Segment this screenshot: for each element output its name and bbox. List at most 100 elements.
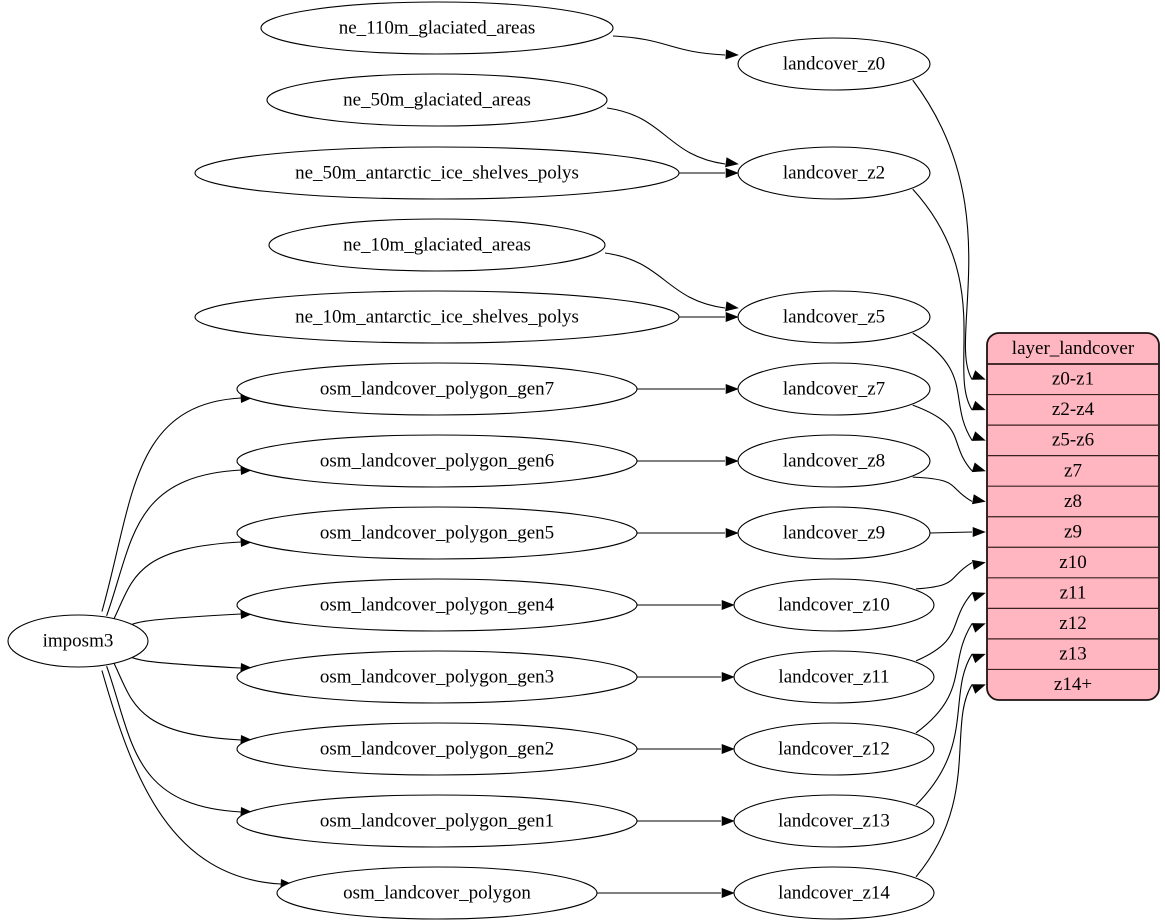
node-ellipse bbox=[236, 722, 638, 776]
node-ellipse bbox=[194, 146, 680, 200]
table-cell-label: z12 bbox=[1059, 613, 1086, 634]
table-cell-label: z5-z6 bbox=[1052, 430, 1094, 451]
node-label: landcover_z8 bbox=[783, 450, 885, 471]
node-label: osm_landcover_polygon_gen6 bbox=[320, 450, 554, 471]
edge-imposm3-to-osm_landcover_polygon_gen7 bbox=[101, 397, 242, 612]
node-ne-10m-glaciated-areas[interactable]: ne_10m_glaciated_areas bbox=[268, 218, 606, 272]
node-landcover-z10[interactable]: landcover_z10 bbox=[733, 578, 935, 632]
edge-landcover_z13-to-table-row-9 bbox=[915, 653, 973, 806]
node-ellipse bbox=[737, 506, 931, 560]
table-cell-label: z7 bbox=[1064, 460, 1082, 481]
table-cell-label: z2-z4 bbox=[1052, 399, 1095, 420]
node-label: landcover_z5 bbox=[783, 306, 885, 327]
table-row[interactable]: z11 bbox=[1060, 582, 1087, 603]
edge-landcover_z2-to-table-row-1-arrow-icon bbox=[971, 400, 986, 411]
edge-landcover_z2-to-table-row-1 bbox=[912, 188, 973, 411]
node-ellipse bbox=[194, 290, 680, 344]
node-osm-landcover-polygon-gen5[interactable]: osm_landcover_polygon_gen5 bbox=[236, 506, 638, 560]
edge-landcover_z10-to-table-row-6-arrow-icon bbox=[971, 559, 986, 570]
edge-landcover_z8-to-table-row-4 bbox=[912, 476, 973, 502]
node-ne-50m-glaciated-areas[interactable]: ne_50m_glaciated_areas bbox=[266, 73, 608, 127]
table-row[interactable]: z7 bbox=[1064, 460, 1082, 481]
node-ellipse bbox=[737, 290, 931, 344]
node-ne-50m-antarctic-ice-shelves-polys[interactable]: ne_50m_antarctic_ice_shelves_polys bbox=[194, 146, 680, 200]
table-row[interactable]: z5-z6 bbox=[1052, 430, 1094, 451]
table-row[interactable]: z8 bbox=[1064, 491, 1082, 512]
edge-osm_landcover_polygon_gen6-to-landcover_z8-arrow-icon bbox=[725, 455, 739, 467]
edge-osm_landcover_polygon_gen1-to-landcover_z13-arrow-icon bbox=[721, 815, 735, 827]
edge-landcover_z5-to-table-row-2-arrow-icon bbox=[971, 431, 986, 441]
node-osm-landcover-polygon-gen3[interactable]: osm_landcover_polygon_gen3 bbox=[236, 650, 638, 704]
table-cell-label: z13 bbox=[1059, 644, 1086, 665]
edge-ne_10m_glaciated_areas-to-landcover_z5-arrow-icon bbox=[725, 301, 739, 312]
node-landcover-z0[interactable]: landcover_z0 bbox=[737, 37, 931, 91]
node-osm-landcover-polygon-gen1[interactable]: osm_landcover_polygon_gen1 bbox=[236, 794, 638, 848]
edge-landcover_z9-to-table-row-5-arrow-icon bbox=[972, 526, 986, 538]
edge-osm_landcover_polygon_gen4-to-landcover_z10-arrow-icon bbox=[721, 599, 735, 611]
table-title: layer_landcover bbox=[1012, 338, 1135, 359]
table-row[interactable]: z0-z1 bbox=[1052, 369, 1094, 390]
edge-ne_110m_glaciated_areas-to-landcover_z0-arrow-icon bbox=[725, 49, 739, 60]
edge-imposm3-to-osm_landcover_polygon_gen5 bbox=[111, 541, 242, 624]
node-ellipse bbox=[236, 434, 638, 488]
edge-landcover_z0-to-table-row-0-arrow-icon bbox=[971, 370, 986, 380]
node-landcover-z14[interactable]: landcover_z14 bbox=[733, 866, 935, 920]
layer-landcover-table-group[interactable]: layer_landcover z0-z1 z2-z4 z5-z6 z7 z8 z9 z10 z… bbox=[986, 332, 1160, 701]
node-label: osm_landcover_polygon_gen4 bbox=[320, 594, 555, 615]
node-imposm3[interactable]: imposm3 bbox=[7, 614, 149, 668]
node-landcover-z12[interactable]: landcover_z12 bbox=[733, 722, 935, 776]
node-landcover-z5[interactable]: landcover_z5 bbox=[737, 290, 931, 344]
node-osm-landcover-polygon[interactable]: osm_landcover_polygon bbox=[276, 866, 598, 920]
layer-landcover-table[interactable]: layer_landcover z0-z1 z2-z4 z5-z6 z7 z8 z9 z10 z… bbox=[986, 332, 1160, 701]
node-landcover-z9[interactable]: landcover_z9 bbox=[737, 506, 931, 560]
node-ellipse bbox=[733, 866, 935, 920]
node-ellipse bbox=[737, 37, 931, 91]
table-row[interactable]: z14+ bbox=[1054, 674, 1092, 695]
table-row[interactable]: z10 bbox=[1059, 552, 1086, 573]
edge-landcover_z11-to-table-row-7-arrow-icon bbox=[971, 591, 986, 602]
edge-landcover_z7-to-table-row-3 bbox=[912, 404, 973, 472]
table-row[interactable]: z9 bbox=[1064, 521, 1082, 542]
node-label: landcover_z7 bbox=[783, 378, 885, 399]
edge-imposm3-to-osm_landcover_polygon_gen6 bbox=[106, 469, 242, 616]
node-label: ne_50m_glaciated_areas bbox=[343, 89, 531, 110]
node-ne-10m-antarctic-ice-shelves-polys[interactable]: ne_10m_antarctic_ice_shelves_polys bbox=[194, 290, 680, 344]
node-landcover-z2[interactable]: landcover_z2 bbox=[737, 146, 931, 200]
node-label: osm_landcover_polygon_gen2 bbox=[320, 738, 554, 759]
node-label: osm_landcover_polygon_gen3 bbox=[320, 666, 554, 687]
edge-landcover_z13-to-table-row-9-arrow-icon bbox=[971, 653, 986, 664]
node-label: landcover_z14 bbox=[778, 882, 890, 903]
node-label: ne_10m_antarctic_ice_shelves_polys bbox=[295, 306, 579, 327]
edge-ne_10m_glaciated_areas-to-landcover_z5 bbox=[604, 252, 726, 309]
node-landcover-z11[interactable]: landcover_z11 bbox=[733, 650, 935, 704]
node-ellipse bbox=[733, 578, 935, 632]
edge-landcover_z10-to-table-row-6 bbox=[915, 562, 973, 590]
nodes-layer: imposm3 ne_110m_glaciated_areas ne_50m_gla… bbox=[7, 1, 935, 920]
node-landcover-z8[interactable]: landcover_z8 bbox=[737, 434, 931, 488]
node-ellipse bbox=[266, 73, 608, 127]
node-ne-110m-glaciated-areas[interactable]: ne_110m_glaciated_areas bbox=[260, 1, 614, 55]
node-ellipse bbox=[236, 506, 638, 560]
node-label: ne_10m_glaciated_areas bbox=[343, 234, 531, 255]
node-label: landcover_z10 bbox=[778, 594, 890, 615]
node-osm-landcover-polygon-gen7[interactable]: osm_landcover_polygon_gen7 bbox=[236, 362, 638, 416]
node-osm-landcover-polygon-gen2[interactable]: osm_landcover_polygon_gen2 bbox=[236, 722, 638, 776]
edge-imposm3-to-osm_landcover_polygon bbox=[101, 670, 282, 885]
edge-ne_50m_glaciated_areas-to-landcover_z2 bbox=[606, 107, 726, 165]
table-cell-label: z14+ bbox=[1054, 674, 1092, 695]
node-osm-landcover-polygon-gen6[interactable]: osm_landcover_polygon_gen6 bbox=[236, 434, 638, 488]
edge-landcover_z7-to-table-row-3-arrow-icon bbox=[971, 462, 986, 473]
table-row[interactable]: z12 bbox=[1059, 613, 1086, 634]
node-osm-landcover-polygon-gen4[interactable]: osm_landcover_polygon_gen4 bbox=[236, 578, 638, 632]
node-label: osm_landcover_polygon_gen5 bbox=[320, 522, 554, 543]
edge-imposm3-to-osm_landcover_polygon_gen1 bbox=[106, 666, 242, 813]
node-ellipse bbox=[7, 614, 149, 668]
node-ellipse bbox=[733, 650, 935, 704]
table-row[interactable]: z13 bbox=[1059, 644, 1086, 665]
node-landcover-z13[interactable]: landcover_z13 bbox=[733, 794, 935, 848]
table-row[interactable]: z2-z4 bbox=[1052, 399, 1095, 420]
edge-ne_50m_glaciated_areas-to-landcover_z2-arrow-icon bbox=[725, 157, 739, 168]
node-landcover-z7[interactable]: landcover_z7 bbox=[737, 362, 931, 416]
